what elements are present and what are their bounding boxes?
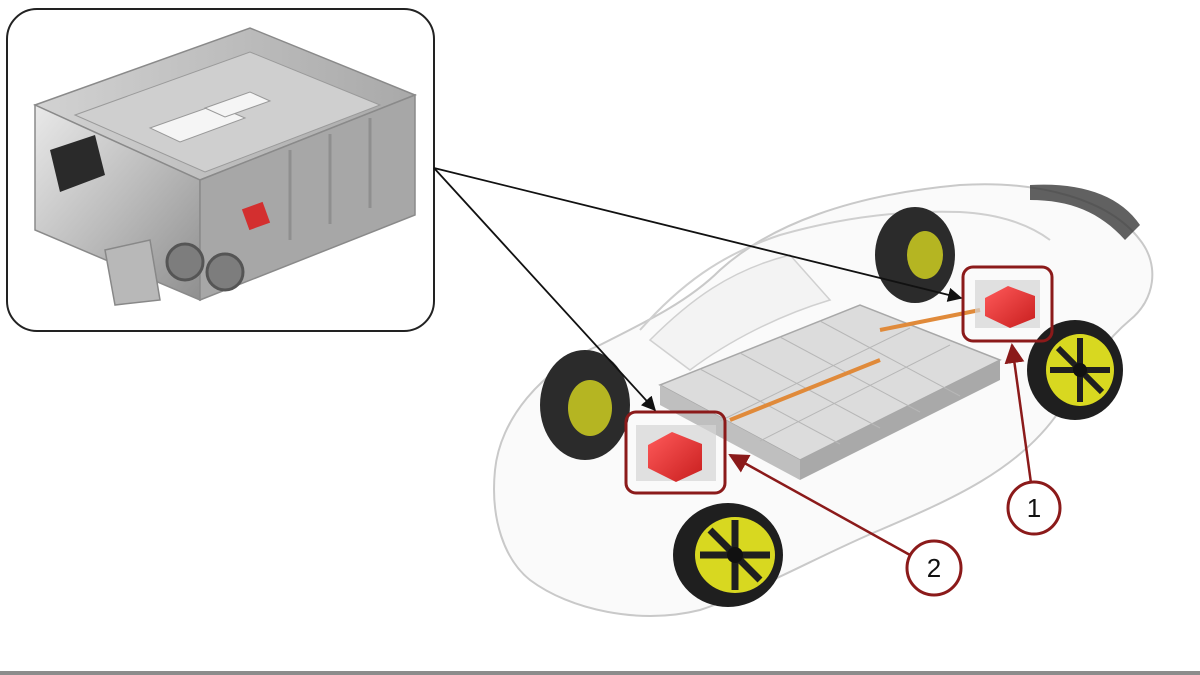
callout-1: 1 bbox=[1004, 343, 1062, 536]
hv-cable-front bbox=[729, 358, 881, 422]
callout-1-label: 1 bbox=[1027, 493, 1041, 523]
front-left-wheel bbox=[540, 350, 630, 460]
electronic-module-photo bbox=[33, 27, 418, 306]
car-illustration bbox=[493, 183, 1154, 617]
callout-2-label: 2 bbox=[927, 553, 941, 583]
car-rear-spoiler bbox=[1030, 184, 1140, 240]
front-right-wheel bbox=[673, 503, 783, 607]
car-cabin bbox=[639, 210, 1051, 331]
inset-photo-frame bbox=[6, 8, 435, 332]
inset-pointer-lines bbox=[433, 167, 963, 412]
battery-pack-front bbox=[660, 385, 800, 480]
pointer-to-front-component bbox=[433, 167, 656, 412]
bottom-divider bbox=[0, 671, 1200, 675]
component-rear-highlight bbox=[961, 265, 1054, 343]
callout-2: 2 bbox=[728, 453, 963, 597]
battery-cells-grid bbox=[699, 320, 961, 445]
rear-left-wheel bbox=[875, 207, 955, 303]
component-front-highlight bbox=[624, 410, 727, 495]
rear-right-wheel bbox=[1027, 320, 1123, 420]
car-windscreen bbox=[648, 254, 832, 371]
battery-pack-side bbox=[800, 360, 1000, 480]
pointer-to-rear-component bbox=[433, 167, 963, 302]
